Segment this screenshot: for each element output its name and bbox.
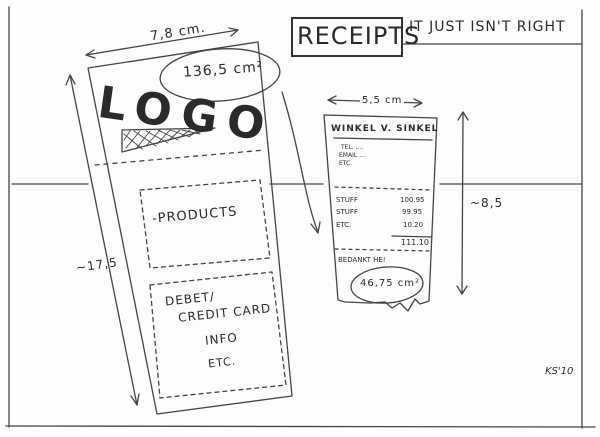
large-width-arrow [85,29,239,56]
title-box [291,17,403,57]
small-height-arrow-head-top [457,111,469,121]
item-name-3: ETC. [336,221,352,229]
item-price-3: 10.20 [403,221,424,229]
connector-arrow [281,91,319,233]
large-width-arrow-head-right [228,27,239,37]
small-height-label: ~8,5 [470,196,504,210]
header-dashed-line [94,149,266,166]
frame-bottom-line [5,425,596,428]
small-receipt-total-line [391,235,433,238]
logo-hatch-lines-b [123,129,201,150]
large-height-arrow [69,74,138,406]
signature: KS'10 [545,366,574,377]
contact-line-2: EMAIL .... [339,152,367,159]
small-area-label: 46,75 cm² [360,278,421,289]
small-receipt-name-underline [333,137,433,141]
logo-hatch-lines-a [123,128,201,150]
products-box [139,179,271,269]
small-height-arrow-head-bottom [456,285,468,295]
large-height-arrow-head-bottom [130,393,140,406]
receipt-total: 111.10 [401,238,429,247]
small-width-arrow-head-left [327,95,337,105]
small-width-label: 5,5 cm [360,95,405,106]
small-height-arrow [461,111,464,295]
large-width-arrow-head-left [85,49,96,59]
contact-line-1: TEL. .... [341,144,364,151]
large-area-ellipse [159,48,281,102]
payment-box [149,271,287,399]
small-receipt-outline [323,114,438,312]
small-receipt-divider-2 [334,248,433,252]
item-price-2: 99.95 [402,208,423,216]
page-title: RECEIPTS [297,22,421,50]
contact-line-3: ETC. [339,160,353,167]
shop-name: WINKEL V. SINKEL [331,124,439,134]
connector-arrow-head [310,221,321,234]
item-name-1: STUFF [336,196,358,204]
item-name-2: STUFF [336,208,358,216]
small-area-ellipse [350,266,424,304]
item-price-1: 100.95 [400,196,425,204]
small-receipt-divider [334,186,433,191]
large-height-arrow-head-top [65,74,76,86]
page-subtitle: IT JUST ISN'T RIGHT [409,19,566,35]
small-width-arrow-head-right [413,98,423,108]
thanks-text: BEDANKT HE! [338,256,386,264]
